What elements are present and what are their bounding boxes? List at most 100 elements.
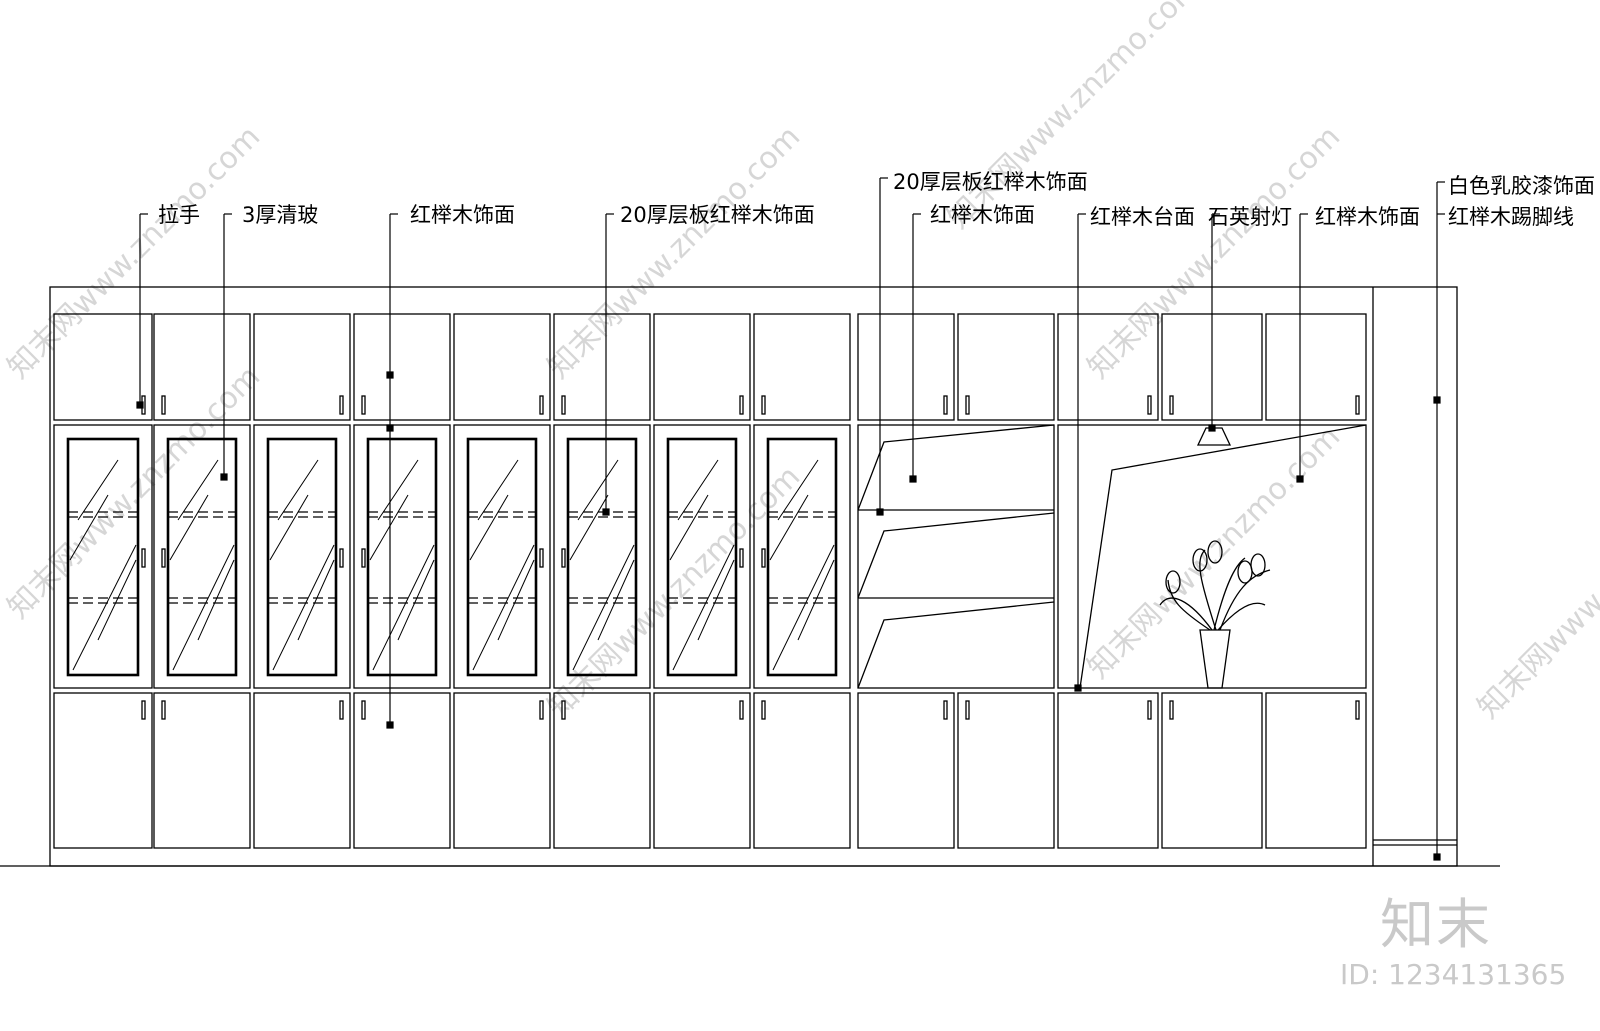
watermark-text-0: 知末网www.znzmo.com <box>1 119 267 385</box>
lower-door-3 <box>253 692 351 849</box>
handle-lower-10 <box>965 700 970 720</box>
glass-door-4 <box>353 424 451 689</box>
glass-door-7 <box>653 424 751 689</box>
glass-hatch-3-3 <box>277 459 319 521</box>
glass-hatch-2-0 <box>169 494 209 561</box>
leader-dot-9 <box>1296 475 1304 483</box>
lower-door-13 <box>1265 692 1367 849</box>
glass-hatch-2-3 <box>177 459 219 521</box>
slanted-board-3 <box>857 601 1055 689</box>
glass-hatch-5-2 <box>497 559 535 641</box>
glass-hatch-7-0 <box>669 494 709 561</box>
glass-hatch-8-0 <box>769 494 809 561</box>
leader-dot-extra-1 <box>386 424 394 432</box>
plant-stem-2 <box>1219 569 1271 631</box>
handle-upper-6 <box>561 395 566 415</box>
handle-upper-2 <box>161 395 166 415</box>
handle-lower-9 <box>943 700 948 720</box>
lower-door-12 <box>1161 692 1263 849</box>
handle-upper-3 <box>339 395 344 415</box>
handle-glass-5 <box>539 548 544 568</box>
handle-upper-4 <box>361 395 366 415</box>
handle-glass-2 <box>161 548 166 568</box>
handle-lower-5 <box>539 700 544 720</box>
handle-glass-6 <box>561 548 566 568</box>
leader-dot-6 <box>909 475 917 483</box>
glass-hatch-7-3 <box>677 459 719 521</box>
plant-stem-4 <box>1167 579 1211 631</box>
annotation-handle: 拉手 <box>158 203 200 227</box>
handle-upper-8 <box>761 395 766 415</box>
annotation-countertop: 红榉木台面 <box>1090 205 1195 229</box>
handle-glass-8 <box>761 548 766 568</box>
spotlight-shape <box>1196 427 1232 446</box>
glass-hatch-3-1 <box>272 544 335 671</box>
glass-pane-1 <box>66 437 140 677</box>
handle-glass-1 <box>141 548 146 568</box>
handle-glass-4 <box>361 548 366 568</box>
glass-hatch-4-0 <box>369 494 409 561</box>
glass-door-3 <box>253 424 351 689</box>
glass-hatch-1-1 <box>72 544 137 671</box>
upper-door-7 <box>653 313 751 421</box>
glass-hatch-8-3 <box>777 459 819 521</box>
handle-upper-12 <box>1169 395 1174 415</box>
leader-dot-extra-2 <box>1433 396 1441 404</box>
upper-door-11 <box>1057 313 1159 421</box>
glass-door-1 <box>53 424 153 689</box>
glass-pane-3 <box>266 437 338 677</box>
lower-door-6 <box>553 692 651 849</box>
leader-lines <box>136 177 1445 861</box>
handle-glass-3 <box>339 548 344 568</box>
lower-door-9 <box>857 692 955 849</box>
glass-hatch-7-2 <box>697 559 735 641</box>
leader-dot-8 <box>1208 424 1216 432</box>
plant-stem-0 <box>1159 597 1213 631</box>
glass-hatch-1-3 <box>77 459 119 521</box>
lower-door-4 <box>353 692 451 849</box>
leader-dot-extra-0 <box>386 371 394 379</box>
glass-pane-2 <box>166 437 238 677</box>
watermark-text-3: 知末网www.znzmo.com <box>1 359 267 625</box>
glass-hatch-5-0 <box>469 494 509 561</box>
open-shelf-frame <box>857 424 1055 689</box>
glass-hatch-6-1 <box>572 544 635 671</box>
plant-flower-4 <box>1207 540 1223 564</box>
glass-hatch-6-3 <box>577 459 619 521</box>
watermark-text-7: 知末网www.znzmo.com <box>1471 459 1600 725</box>
glass-hatch-8-2 <box>797 559 835 641</box>
glass-hatch-4-1 <box>372 544 435 671</box>
niche-slant-panel <box>1079 424 1367 689</box>
watermark-id: ID: 1234131365 <box>1340 958 1567 991</box>
handle-upper-9 <box>943 395 948 415</box>
glass-hatch-6-0 <box>569 494 609 561</box>
watermark-text-1: 知末网www.znzmo.com <box>541 119 807 385</box>
handle-lower-2 <box>161 700 166 720</box>
leader-dot-2 <box>220 473 228 481</box>
leader-dot-3 <box>386 721 394 729</box>
glass-hatch-2-2 <box>197 559 235 641</box>
annotation-skirting: 红榉木踢脚线 <box>1448 205 1574 229</box>
glass-pane-4 <box>366 437 438 677</box>
upper-door-3 <box>253 313 351 421</box>
upper-door-10 <box>957 313 1055 421</box>
annotation-latex-paint: 白色乳胶漆饰面 <box>1448 174 1595 198</box>
annotation-beech-veneer-1: 红榉木饰面 <box>410 203 515 227</box>
lower-door-2 <box>153 692 251 849</box>
watermark-text-5: 知末网www.znzmo.com <box>1081 419 1347 685</box>
glass-hatch-4-3 <box>377 459 419 521</box>
glass-pane-7 <box>666 437 738 677</box>
lower-door-1 <box>53 692 153 849</box>
slanted-board-1 <box>857 424 1055 511</box>
handle-lower-3 <box>339 700 344 720</box>
leader-dot-7 <box>1074 684 1082 692</box>
leader-dot-4 <box>602 508 610 516</box>
glass-door-6 <box>553 424 651 689</box>
watermark-text-6: 知末网www.znzmo.com <box>941 0 1207 236</box>
plant-flower-3 <box>1250 553 1266 577</box>
lower-door-10 <box>957 692 1055 849</box>
handle-lower-13 <box>1355 700 1360 720</box>
annotation-glass: 3厚清玻 <box>242 203 319 227</box>
handle-lower-8 <box>761 700 766 720</box>
annotation-plywood-1: 20厚层板红榉木饰面 <box>620 203 815 227</box>
